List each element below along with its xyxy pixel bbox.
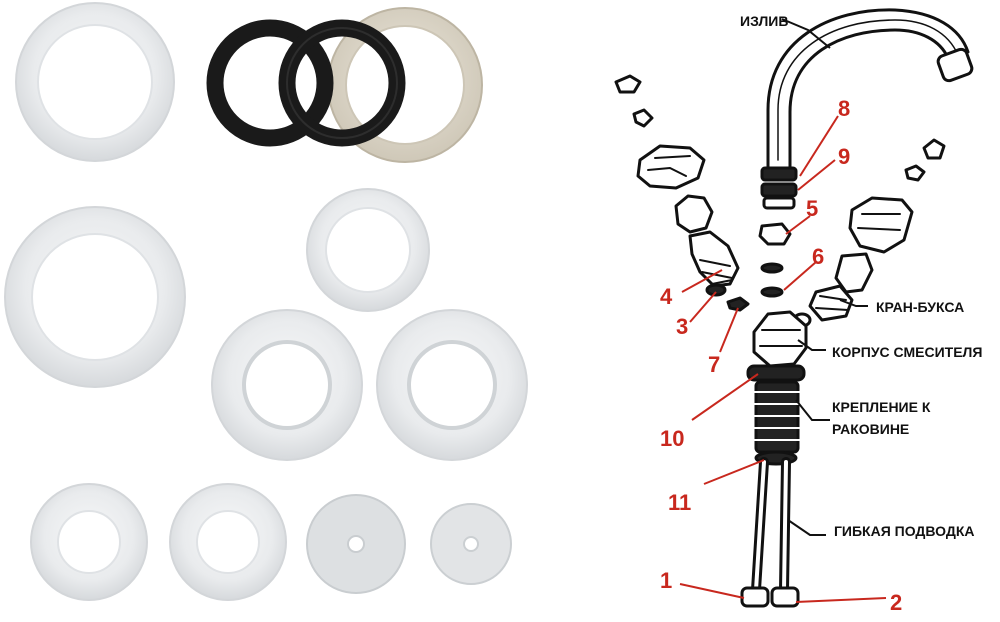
clear-ring-large-1 <box>15 2 175 162</box>
cap-small-2 <box>632 108 654 128</box>
clear-ring-thick-2 <box>376 309 528 461</box>
left-cartridge-top <box>674 194 714 234</box>
number-6: 6 <box>812 244 824 269</box>
mixer-exploded-diagram <box>614 8 974 608</box>
label-flex-hose: ГИБКАЯ ПОДВОДКА <box>834 523 975 539</box>
number-3: 3 <box>676 314 688 339</box>
number-8: 8 <box>838 96 850 121</box>
clear-ring-medium <box>306 188 430 312</box>
right-cartridge <box>834 252 874 294</box>
washer-6 <box>760 286 784 298</box>
clear-ring-large-2 <box>4 206 186 388</box>
left-washer-7 <box>726 296 750 312</box>
number-9: 9 <box>838 144 850 169</box>
number-7: 7 <box>708 352 720 377</box>
hose-nut-2 <box>770 586 800 608</box>
cap-small-1 <box>614 74 642 94</box>
left-handle <box>636 144 706 190</box>
clear-washer-4 <box>430 503 512 585</box>
insert-part <box>758 222 792 246</box>
number-4: 4 <box>660 284 673 309</box>
label-valve-cartridge: КРАН-БУКСА <box>876 299 964 315</box>
spout-ring-9 <box>760 182 798 198</box>
number-1: 1 <box>660 568 672 593</box>
spout-ring-8 <box>760 166 798 182</box>
clear-ring-thick-1 <box>211 309 363 461</box>
clear-washer-2 <box>169 483 287 601</box>
leader-lines-black <box>781 18 868 536</box>
flex-hoses <box>751 457 791 595</box>
cap-small-4 <box>904 164 926 182</box>
black-o-ring-2 <box>278 19 406 147</box>
washer-5 <box>760 262 784 274</box>
label-mixer-body: КОРПУС СМЕСИТЕЛЯ <box>832 344 982 360</box>
right-handle <box>848 196 914 254</box>
clear-washer-1 <box>30 483 148 601</box>
number-10: 10 <box>660 426 684 451</box>
number-5: 5 <box>806 196 818 221</box>
hose-nut-1 <box>740 586 770 608</box>
black-o-ring-1 <box>206 19 334 147</box>
label-sink-mount-line2: РАКОВИНЕ <box>832 421 909 437</box>
number-2: 2 <box>890 590 902 615</box>
cap-small-3 <box>922 138 946 160</box>
number-11: 11 <box>668 490 691 515</box>
sink-mount <box>751 380 803 454</box>
clear-washer-3 <box>306 494 406 594</box>
right-cartridge-lower <box>808 284 854 322</box>
gasket-photo <box>4 2 528 601</box>
left-washer-3 <box>705 283 727 297</box>
label-spout: ИЗЛИВ <box>740 13 788 29</box>
label-sink-mount-line1: КРЕПЛЕНИЕ К <box>832 399 931 415</box>
leader-lines-red <box>679 115 887 603</box>
mixer-body <box>752 310 808 368</box>
base-seal-10 <box>746 364 806 382</box>
